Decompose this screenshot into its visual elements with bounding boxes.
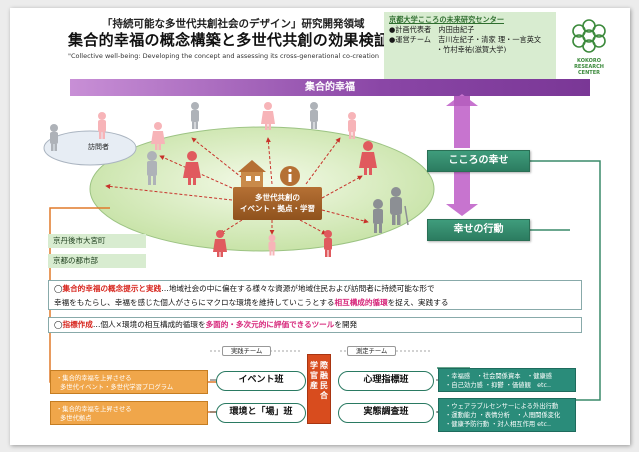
- house-icon: [238, 160, 266, 187]
- text1-marker: ◯: [54, 284, 63, 293]
- center-name: 京都大学こころの未来研究センター: [389, 15, 505, 24]
- center-line-2: ●運営チーム 吉川左紀子・清家 理・一言英文: [389, 35, 542, 44]
- text2-pink: 多面的・多次元的に評価できるツール: [205, 320, 335, 329]
- visitor-label: 訪問者: [88, 143, 109, 151]
- kokoro-logo-icon: [572, 19, 606, 53]
- kokoro-happiness-label: こころの幸せ: [427, 150, 530, 172]
- gov-col-2: 際融民合: [320, 361, 328, 400]
- field-survey-team-button[interactable]: 実態調査班: [338, 403, 434, 423]
- logo-line-3: CENTER: [578, 70, 600, 76]
- center-line-3: ・竹村幸祐(滋賀大学): [436, 45, 507, 54]
- place-team-button[interactable]: 環境と「場」班: [216, 403, 306, 423]
- goal2-line2: 多世代拠点: [60, 415, 92, 422]
- english-title: "Collective well-being: Developing the c…: [68, 52, 379, 60]
- logo-text: KOKORO RESEARCH CENTER: [569, 58, 609, 76]
- measure1-line2: ・自己効力感 ・抑鬱 ・価値観 etc..: [445, 382, 551, 389]
- place-omiya: 京丹後市大宮町: [48, 234, 146, 248]
- text2-marker: ◯: [54, 320, 63, 329]
- measure2-line2: ・運動能力 ・表情分析 ・人間関係変化: [445, 412, 561, 419]
- info-icon: [280, 166, 300, 186]
- industry-academia-gov-box: 学官産際融民合: [307, 354, 331, 424]
- logo-line-2: RESEARCH: [574, 64, 604, 70]
- event-line-1: 多世代共創の: [255, 193, 300, 202]
- psych-index-team-button[interactable]: 心理指標班: [338, 371, 434, 391]
- event-line-2: イベント・拠点・学習: [240, 204, 315, 213]
- psych-measures-box: ・幸福感 ・社会関係資本 ・健康感 ・自己効力感 ・抑鬱 ・価値観 etc..: [438, 368, 576, 392]
- measure2-line1: ・ウェアラブルセンサーによる外出行動: [445, 403, 559, 410]
- goal2-line1: ・集合的幸福を上昇させる: [56, 406, 132, 413]
- people-figures: [50, 102, 409, 257]
- purple-arrows: [446, 94, 478, 216]
- measure-team-tag: 測定チーム: [347, 346, 397, 356]
- concept-statement: ◯集合的幸福の概念提示と実践…地域社会の中に偏在する様々な資源が地域住民および訪…: [48, 280, 582, 310]
- text2-part1: …個人×環境の相互構成的循環を: [92, 320, 206, 329]
- measure1-line1: ・幸福感 ・社会関係資本 ・健康感: [445, 373, 553, 380]
- center-line-1: ●計画代表者 内田由紀子: [389, 25, 475, 34]
- slide-page: 「持続可能な多世代共創社会のデザイン」研究開発領域 集合的幸福の概念構築と多世代…: [10, 8, 630, 445]
- goal-place-box: ・集合的幸福を上昇させる 多世代拠点: [50, 401, 208, 425]
- text1-red: 集合的幸福の概念提示と実践: [62, 284, 162, 293]
- collective-wellbeing-banner: 集合的幸福: [70, 79, 590, 96]
- field-measures-box: ・ウェアラブルセンサーによる外出行動 ・運動能力 ・表情分析 ・人間関係変化 ・…: [438, 398, 576, 432]
- goal-event-box: ・集合的幸福を上昇させる 多世代イベント・多世代学習プログラム: [50, 370, 208, 394]
- happiness-behavior-label: 幸せの行動: [427, 219, 530, 241]
- indicator-statement: ◯指標作成…個人×環境の相互構成的循環を多面的・多次元的に評価できるツールを開発: [48, 317, 582, 333]
- measure2-line3: ・健康予防行動 ・対人相互作用 etc..: [445, 421, 551, 428]
- place-kyoto-city: 京都の都市部: [48, 254, 146, 268]
- event-team-button[interactable]: イベント班: [216, 371, 306, 391]
- text2-red: 指標作成: [62, 320, 93, 329]
- text1-part2: 幸福をもたらし、幸福を感じた個人がさらにマクロな環境を維持していこうとする: [54, 298, 335, 307]
- text1-pink: 相互構成的循環: [334, 298, 388, 307]
- text1-part1: …地域社会の中に偏在する様々な資源が地域住民および訪問者に持続可能な形で: [161, 284, 435, 293]
- project-title: 集合的幸福の概念構築と多世代共創の効果検証: [68, 31, 390, 49]
- text1-part3: を捉え、実践する: [387, 298, 449, 307]
- logo-line-1: KOKORO: [577, 58, 601, 64]
- event-hub-box: 多世代共創の イベント・拠点・学習: [233, 187, 322, 220]
- text2-part2: を開発: [334, 320, 358, 329]
- gov-col-1: 学官産: [310, 361, 318, 390]
- goal1-line2: 多世代イベント・多世代学習プログラム: [60, 384, 174, 391]
- goal1-line1: ・集合的幸福を上昇させる: [56, 375, 132, 382]
- project-subtitle: 「持続可能な多世代共創社会のデザイン」研究開発領域: [102, 18, 365, 30]
- visitor-ellipse: [43, 130, 137, 166]
- practice-team-tag: 実践チーム: [222, 346, 272, 356]
- research-center-box: 京都大学こころの未来研究センター ●計画代表者 内田由紀子 ●運営チーム 吉川左…: [384, 12, 556, 80]
